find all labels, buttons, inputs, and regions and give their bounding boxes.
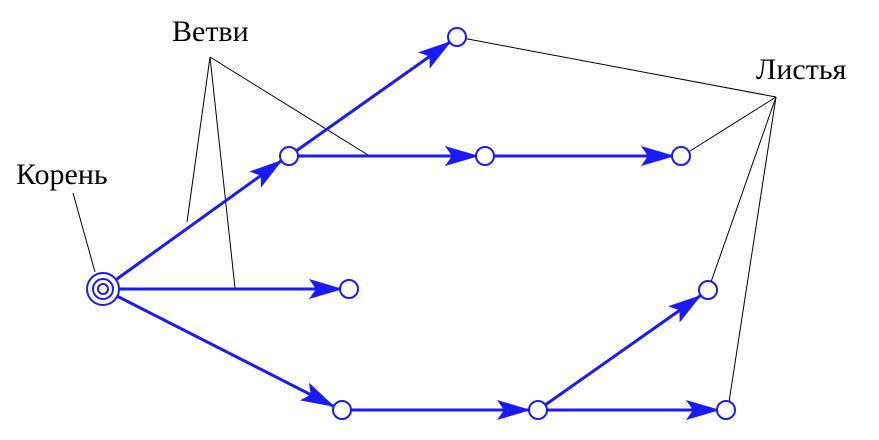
node-branch-2 xyxy=(475,146,495,166)
node-branch-4 xyxy=(528,400,548,420)
pointer-leaf-4 xyxy=(728,96,777,403)
edge-root-to-n1 xyxy=(102,159,283,291)
branches-label: Ветви xyxy=(172,15,249,48)
node-leaf-right xyxy=(671,146,691,166)
tree-edges xyxy=(102,40,720,420)
node-leaf-lower xyxy=(716,400,736,420)
pointer-root xyxy=(72,192,96,273)
node-branch-3 xyxy=(332,400,352,420)
pointer-leaf-2 xyxy=(689,96,777,152)
node-branch-1 xyxy=(279,146,299,166)
pointer-branch-1 xyxy=(186,56,211,223)
leaves-label: Листья xyxy=(756,53,847,86)
pointer-branch-2 xyxy=(209,56,236,289)
node-leaf-mid xyxy=(339,279,359,299)
edge-root-to-n3 xyxy=(102,287,335,408)
node-leaf-top xyxy=(447,27,467,47)
pointer-leaf-1 xyxy=(456,36,777,98)
edge-n1-to-leaf-top xyxy=(288,40,452,158)
root-node xyxy=(86,272,120,306)
edge-n4-to-leaf-upper xyxy=(537,294,702,412)
root-label: Корень xyxy=(16,158,108,191)
tree-nodes xyxy=(86,27,736,420)
pointer-lines xyxy=(72,36,777,403)
pointer-branch-3 xyxy=(209,56,369,156)
node-leaf-upper xyxy=(698,280,718,300)
pointer-leaf-3 xyxy=(710,96,777,283)
